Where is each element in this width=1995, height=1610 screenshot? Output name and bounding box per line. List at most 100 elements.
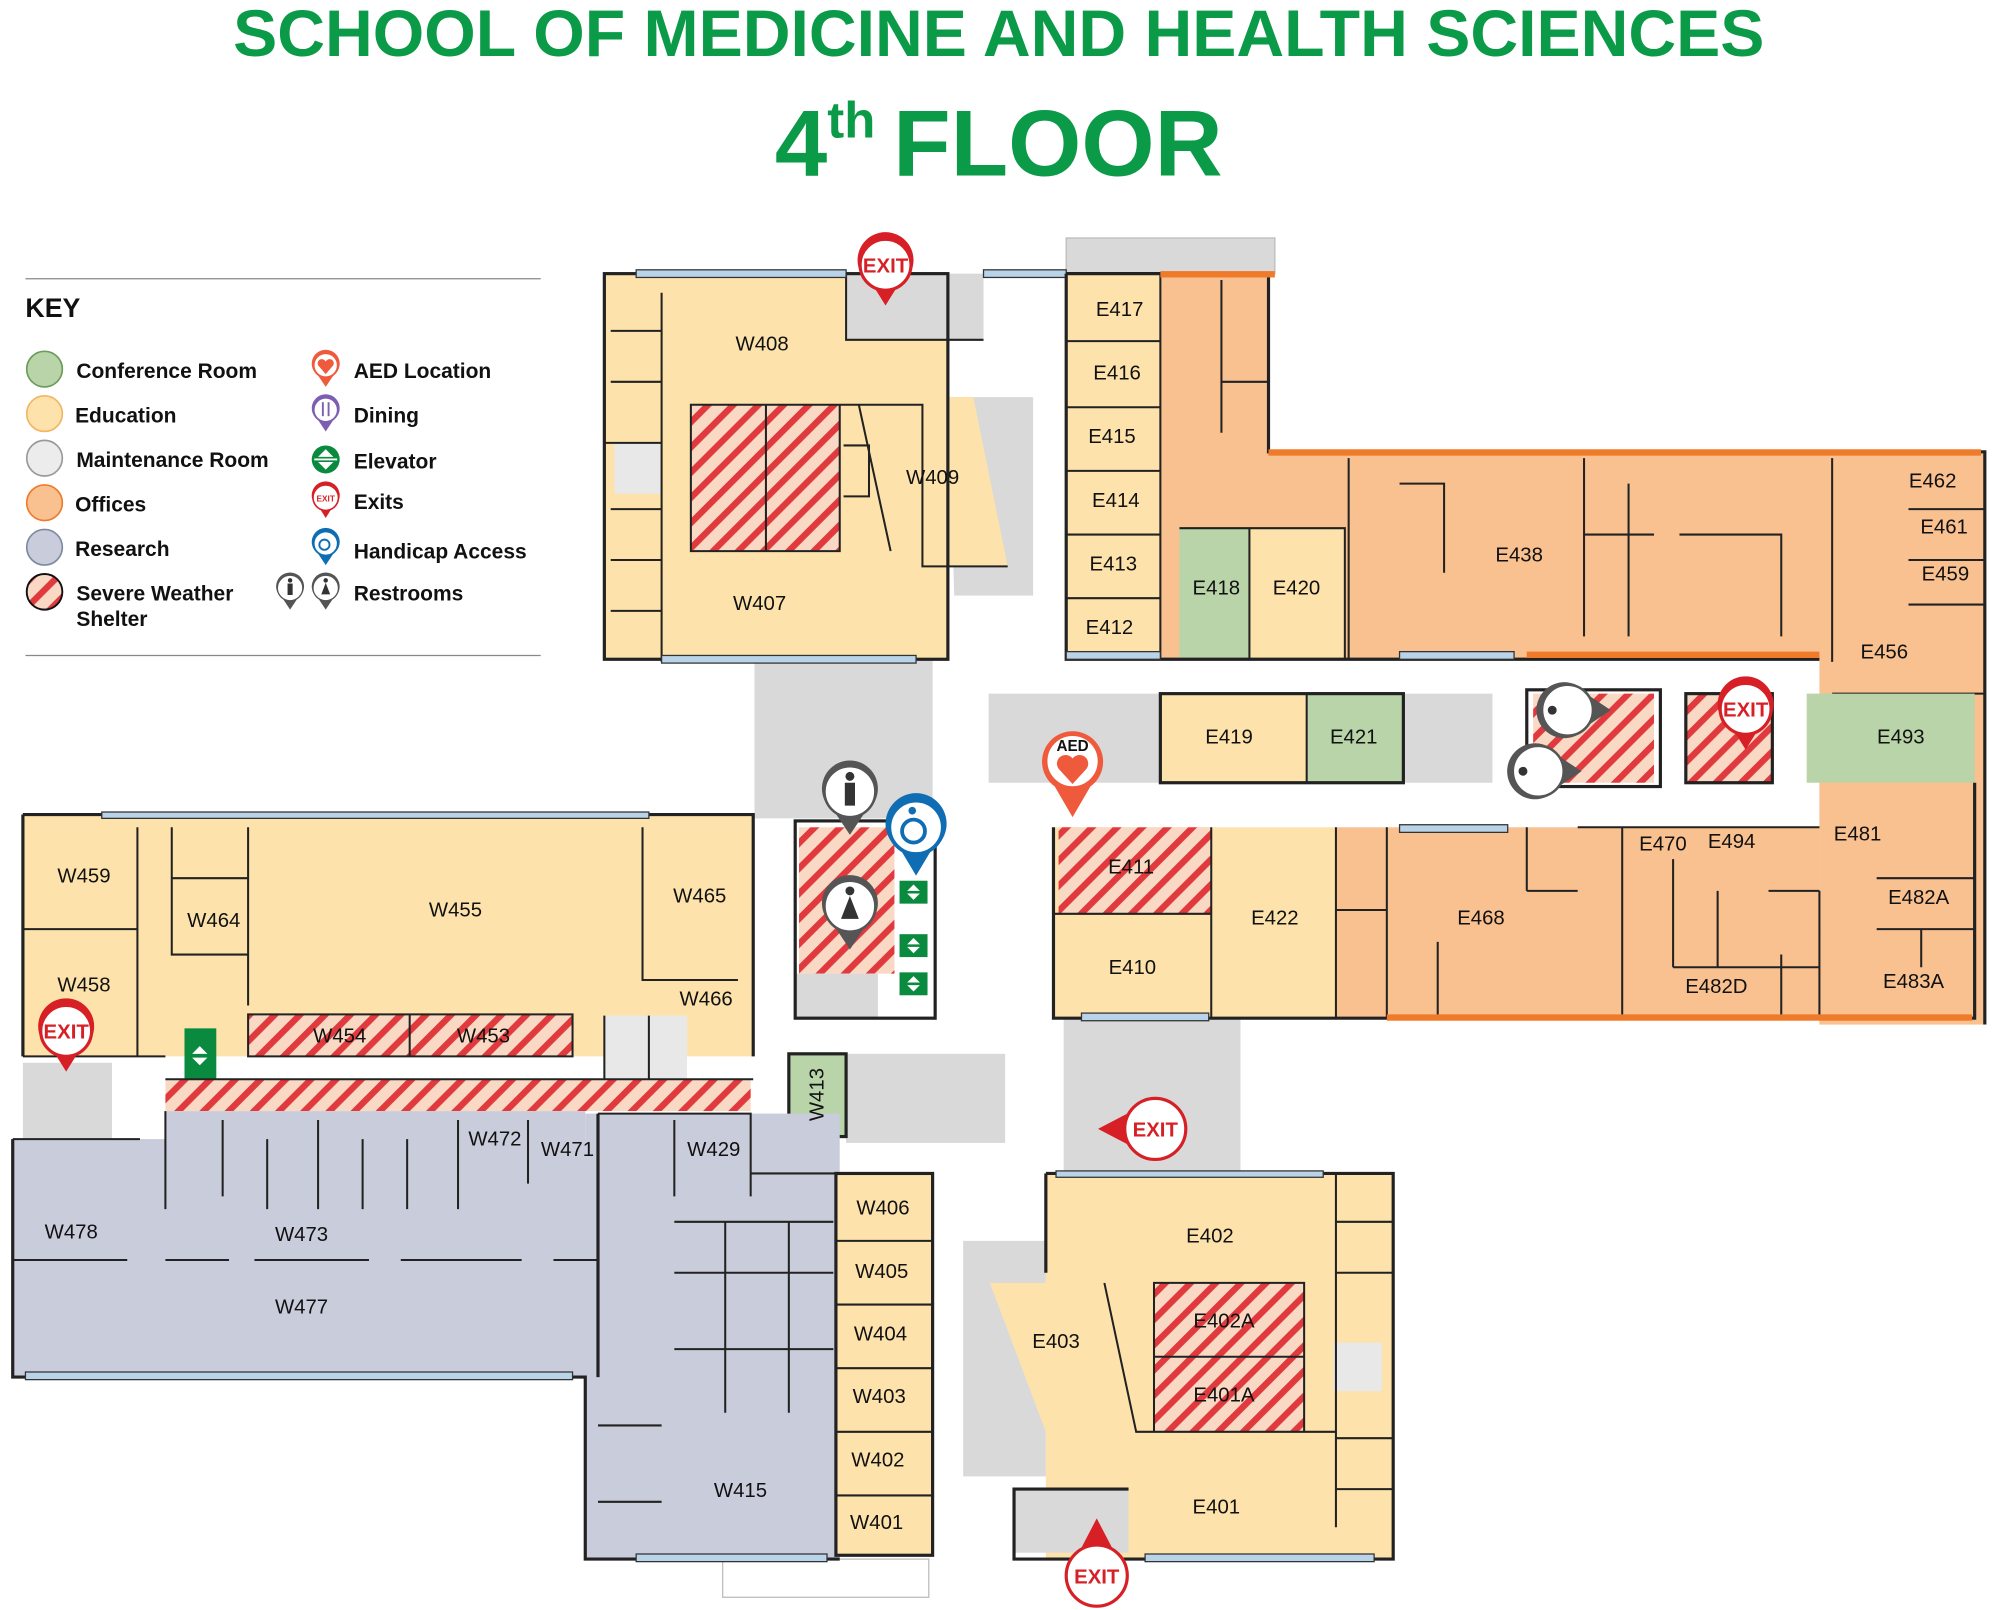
restroom-men-marker[interactable] bbox=[820, 759, 880, 837]
elevator-icon bbox=[899, 934, 928, 958]
room-label: E470 bbox=[1639, 833, 1687, 855]
room-label: W477 bbox=[275, 1297, 328, 1319]
handicap-marker[interactable] bbox=[885, 793, 947, 876]
restroom-women-marker[interactable] bbox=[820, 873, 880, 951]
room-label: W403 bbox=[853, 1386, 906, 1408]
room-label: E483A bbox=[1883, 971, 1945, 993]
exit-marker[interactable]: EXIT bbox=[36, 996, 96, 1074]
room-label: E410 bbox=[1109, 957, 1157, 979]
research-swatch-icon bbox=[25, 528, 64, 566]
room-label: W471 bbox=[541, 1139, 594, 1161]
room-label: E482D bbox=[1685, 976, 1747, 998]
map-key: KEY Conference Room Education Maintenanc… bbox=[25, 278, 541, 657]
key-label: Shelter bbox=[76, 608, 147, 631]
room-label: E413 bbox=[1090, 553, 1138, 575]
room-label: E401 bbox=[1193, 1497, 1241, 1519]
room-label: E421 bbox=[1330, 727, 1378, 749]
room-label: W458 bbox=[57, 975, 110, 997]
key-label: Conference Room bbox=[76, 360, 257, 383]
conference-swatch-icon bbox=[25, 350, 64, 388]
room-label: W473 bbox=[275, 1224, 328, 1246]
room-label: E459 bbox=[1922, 564, 1970, 586]
room-label: E419 bbox=[1205, 727, 1253, 749]
room-label: W408 bbox=[736, 333, 789, 355]
aed-marker[interactable]: AED bbox=[1042, 731, 1104, 818]
room-label: W429 bbox=[687, 1139, 740, 1161]
exit-pin-icon: EXIT bbox=[310, 480, 341, 519]
dining-pin-icon bbox=[311, 394, 340, 432]
shelter-swatch-icon bbox=[25, 573, 64, 611]
key-label: Elevator bbox=[354, 450, 437, 473]
elevator-icon bbox=[184, 1028, 217, 1080]
room-label: W402 bbox=[851, 1449, 904, 1471]
floor-number: 4 bbox=[775, 91, 827, 196]
room-label: W407 bbox=[733, 593, 786, 615]
exit-marker[interactable]: EXIT bbox=[1098, 1096, 1188, 1162]
room-label: W405 bbox=[855, 1261, 908, 1283]
maintenance-swatch-icon bbox=[25, 439, 64, 477]
room-label: W464 bbox=[187, 910, 240, 932]
nw-wing bbox=[602, 269, 1067, 664]
room-label: E416 bbox=[1093, 363, 1141, 385]
key-label: Restrooms bbox=[354, 583, 464, 606]
floor-word: FLOOR bbox=[893, 91, 1222, 196]
exit-marker[interactable]: EXIT bbox=[855, 230, 916, 308]
svg-text:EXIT: EXIT bbox=[863, 255, 909, 277]
offices-swatch-icon bbox=[25, 484, 64, 522]
room-label: E402A bbox=[1193, 1311, 1255, 1333]
svg-text:EXIT: EXIT bbox=[1133, 1120, 1179, 1142]
key-label: AED Location bbox=[354, 360, 492, 383]
e-south-wing bbox=[1051, 782, 1977, 1025]
room-label: E438 bbox=[1495, 545, 1543, 567]
room-label: E468 bbox=[1457, 907, 1505, 929]
room-label: E493 bbox=[1877, 727, 1925, 749]
room-label: W413 bbox=[806, 1068, 828, 1121]
room-label: E456 bbox=[1861, 641, 1909, 663]
research-wing bbox=[11, 1111, 840, 1563]
room-label: W459 bbox=[57, 865, 110, 887]
room-label: W404 bbox=[854, 1323, 907, 1345]
svg-text:EXIT: EXIT bbox=[44, 1022, 90, 1044]
room-label: W401 bbox=[850, 1512, 903, 1534]
room-label: E401A bbox=[1193, 1385, 1255, 1407]
svg-text:EXIT: EXIT bbox=[1074, 1566, 1120, 1588]
room-label: E402 bbox=[1186, 1225, 1234, 1247]
room-label: E494 bbox=[1708, 831, 1756, 853]
room-label: E482A bbox=[1888, 887, 1950, 909]
room-label: E462 bbox=[1909, 471, 1957, 493]
key-title: KEY bbox=[25, 293, 80, 323]
room-label: W415 bbox=[714, 1480, 767, 1502]
svg-text:EXIT: EXIT bbox=[317, 494, 335, 503]
room-label: E418 bbox=[1193, 578, 1241, 600]
page-title: SCHOOL OF MEDICINE AND HEALTH SCIENCES bbox=[233, 0, 1764, 71]
handicap-pin-icon bbox=[311, 527, 340, 566]
key-label: Exits bbox=[354, 491, 404, 514]
room-label: W455 bbox=[429, 900, 482, 922]
room-label: E481 bbox=[1834, 823, 1882, 845]
key-label: Education bbox=[75, 405, 176, 428]
room-label: W465 bbox=[673, 886, 726, 908]
svg-text:AED: AED bbox=[1056, 738, 1088, 755]
key-label: Offices bbox=[75, 494, 146, 517]
key-label: Dining bbox=[354, 405, 419, 428]
w-column bbox=[834, 1171, 935, 1557]
room-label: E461 bbox=[1920, 517, 1968, 539]
restroom-men-pin-icon bbox=[275, 571, 305, 611]
key-label: Severe Weather bbox=[76, 583, 233, 606]
room-label: W454 bbox=[313, 1026, 366, 1048]
room-label: W409 bbox=[906, 467, 959, 489]
se-wing bbox=[989, 1170, 1395, 1563]
restroom-women-pin-icon bbox=[311, 571, 341, 611]
exit-marker[interactable]: EXIT bbox=[1064, 1518, 1129, 1608]
room-label: W478 bbox=[45, 1222, 98, 1244]
room-label: E417 bbox=[1096, 299, 1144, 321]
aed-pin-icon bbox=[311, 349, 340, 387]
key-label: Maintenance Room bbox=[76, 449, 268, 472]
exit-marker[interactable]: EXIT bbox=[1716, 674, 1776, 752]
room-label: E403 bbox=[1032, 1331, 1080, 1353]
floor-suffix: th bbox=[827, 91, 875, 148]
svg-text:EXIT: EXIT bbox=[1723, 700, 1769, 722]
room-label: E414 bbox=[1092, 490, 1140, 512]
